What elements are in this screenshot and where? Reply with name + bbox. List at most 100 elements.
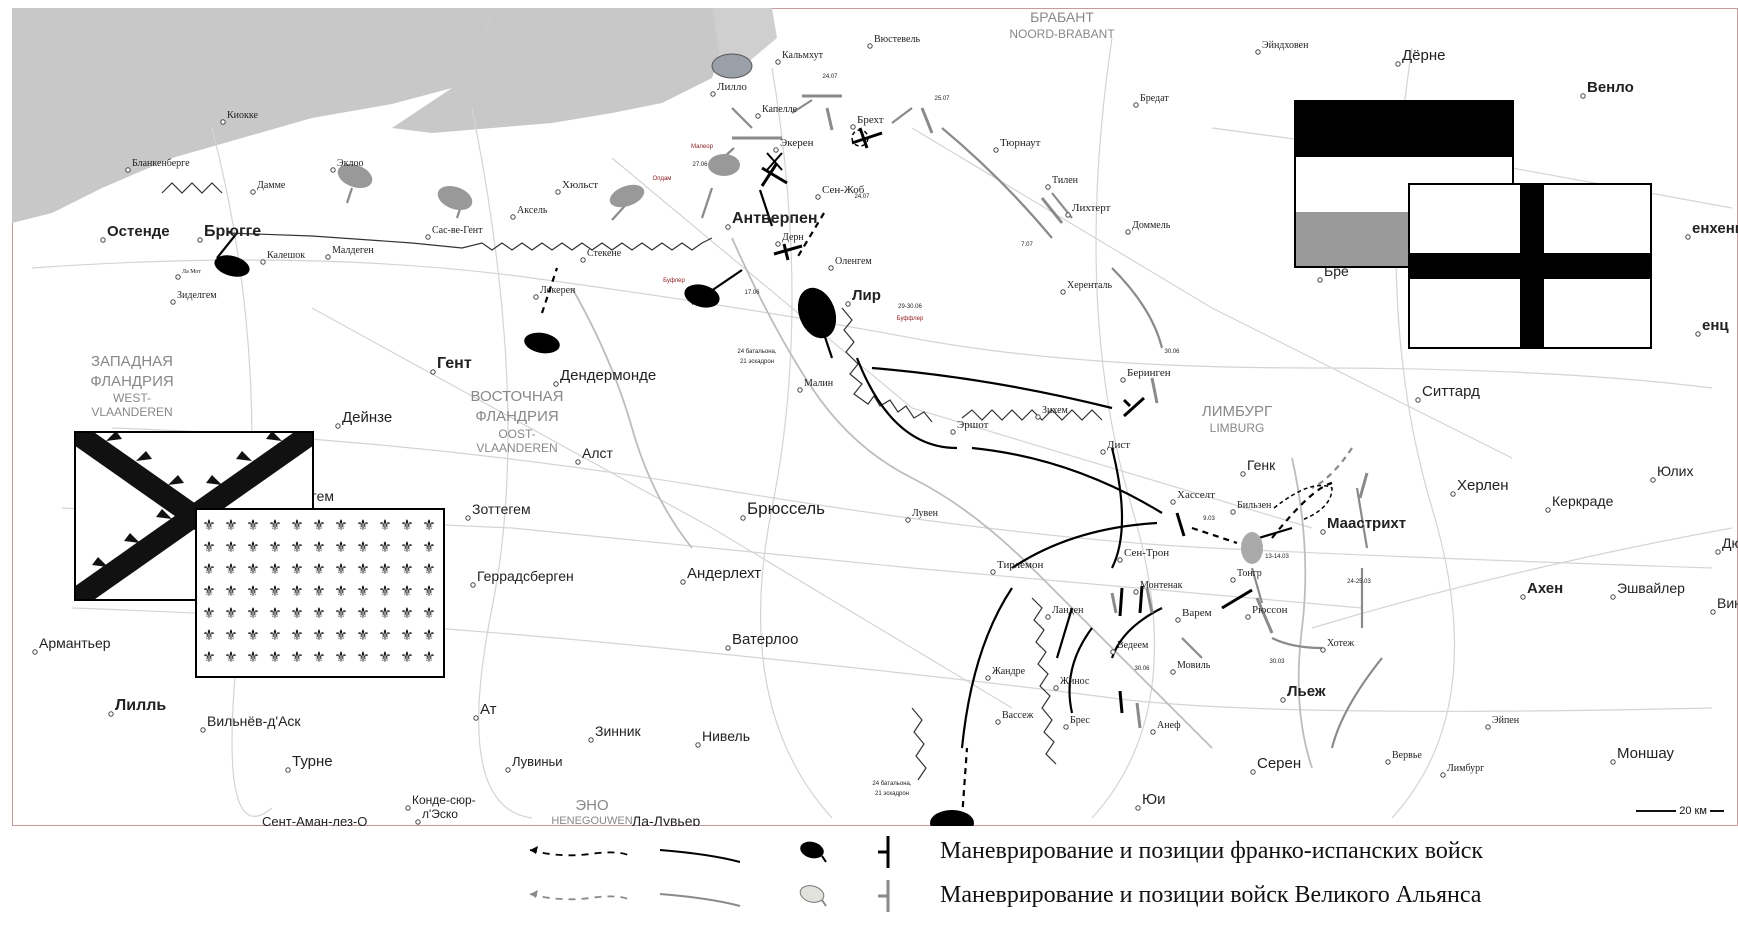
place-label: Алст bbox=[582, 445, 614, 461]
city-dot bbox=[1230, 509, 1236, 515]
fleur-de-lis-icon: ⚜ bbox=[312, 582, 325, 600]
region-label: ЛИМБУРГ bbox=[1202, 403, 1272, 420]
city-dot bbox=[1255, 49, 1261, 55]
fleur-de-lis-icon: ⚜ bbox=[356, 648, 369, 666]
place-label: Тирлемон bbox=[997, 559, 1044, 571]
city-dot bbox=[1045, 614, 1051, 620]
move-antwerp-north bbox=[758, 189, 774, 227]
date-label: 30.06 bbox=[1134, 666, 1150, 672]
fleur-de-lis-icon: ⚜ bbox=[422, 516, 435, 534]
city-dot bbox=[553, 381, 559, 387]
place-label: Бредат bbox=[1140, 93, 1169, 104]
city-dot bbox=[335, 423, 341, 429]
place-label: Киокке bbox=[227, 110, 258, 121]
place-label: Вильнёв-д'Аск bbox=[207, 713, 301, 729]
city-dot bbox=[1280, 697, 1286, 703]
legend: Маневрирование и позиции франко-испански… bbox=[520, 832, 1620, 929]
estuary-east bbox=[712, 8, 777, 68]
city-dot bbox=[1053, 685, 1059, 691]
region-label: VLAANDEREN bbox=[476, 441, 557, 455]
place-label: Хюльст bbox=[562, 179, 598, 191]
place-label: Эйндховен bbox=[1262, 40, 1309, 51]
place-label: Тонгр bbox=[1237, 568, 1262, 579]
fleur-de-lis-icon: ⚜ bbox=[422, 560, 435, 578]
place-label: Гент bbox=[437, 355, 472, 372]
fleur-de-lis-icon: ⚜ bbox=[268, 560, 281, 578]
city-dot bbox=[740, 515, 746, 521]
fleur-de-lis-icon: ⚜ bbox=[378, 516, 391, 534]
fleur-de-lis-icon: ⚜ bbox=[246, 582, 259, 600]
place-label: Эйпен bbox=[1492, 715, 1520, 726]
fleur-de-lis-icon: ⚜ bbox=[224, 582, 237, 600]
battle-marker bbox=[766, 152, 783, 171]
place-label: Дюре bbox=[1722, 535, 1738, 551]
city-dot bbox=[710, 91, 716, 97]
rivers bbox=[571, 237, 1313, 769]
city-dot bbox=[995, 719, 1001, 725]
fleur-de-lis-icon: ⚜ bbox=[356, 516, 369, 534]
place-label: Оленгем bbox=[835, 256, 872, 267]
city-dot bbox=[815, 194, 821, 200]
city-dot bbox=[425, 234, 431, 240]
place-label: Хотеж bbox=[1327, 638, 1354, 649]
city-dot bbox=[867, 43, 873, 49]
city-dot bbox=[555, 189, 561, 195]
place-label: Сен-Жоб bbox=[822, 184, 865, 196]
place-label: Зоттегем bbox=[472, 501, 531, 517]
place-label: Вюстевель bbox=[874, 34, 920, 45]
cross-flag bbox=[1408, 183, 1652, 349]
city-dot bbox=[170, 299, 176, 305]
fleur-de-lis-icon: ⚜ bbox=[422, 538, 435, 556]
city-dot bbox=[950, 429, 956, 435]
fleur-de-lis-icon: ⚜ bbox=[246, 516, 259, 534]
fleur-de-lis-icon: ⚜ bbox=[202, 582, 215, 600]
place-label: Венло bbox=[1587, 79, 1634, 96]
region-label: БРАБАНТ bbox=[1030, 9, 1094, 25]
place-label: Лувиньи bbox=[512, 754, 563, 769]
place-label: Нивель bbox=[702, 728, 750, 744]
city-dot bbox=[1170, 669, 1176, 675]
place-label: Тюрнаут bbox=[1000, 137, 1041, 149]
fleur-de-lis-icon: ⚜ bbox=[246, 560, 259, 578]
place-label: Ситтард bbox=[1422, 383, 1480, 400]
force-annotation: 21 эскадрон bbox=[740, 359, 774, 365]
move-lir-beringen bbox=[871, 366, 1113, 410]
fleur-de-lis-icon: ⚜ bbox=[422, 582, 435, 600]
city-dot bbox=[588, 737, 594, 743]
place-label: Дист bbox=[1107, 439, 1130, 451]
city-dot bbox=[250, 189, 256, 195]
place-label: Капелле bbox=[762, 104, 798, 115]
move-ershot-hasselt bbox=[971, 446, 1163, 514]
place-label: Бильзен bbox=[1237, 500, 1272, 511]
fleur-de-lis-icon: ⚜ bbox=[202, 604, 215, 622]
region-label: HENEGOUWEN bbox=[551, 815, 632, 826]
fleur-de-lis-icon: ⚜ bbox=[246, 538, 259, 556]
fleur-de-lis-icon: ⚜ bbox=[224, 648, 237, 666]
fleur-de-lis-flag: ⚜⚜⚜⚜⚜⚜⚜⚜⚜⚜⚜⚜⚜⚜⚜⚜⚜⚜⚜⚜⚜⚜⚜⚜⚜⚜⚜⚜⚜⚜⚜⚜⚜⚜⚜⚜⚜⚜⚜⚜… bbox=[195, 508, 445, 678]
city-dot bbox=[125, 167, 131, 173]
move-south-tirlemont bbox=[960, 587, 1013, 749]
city-dot bbox=[330, 167, 336, 173]
city-dot bbox=[260, 259, 266, 265]
place-label: Брюссель bbox=[747, 499, 825, 518]
fleur-de-lis-icon: ⚜ bbox=[224, 604, 237, 622]
region-label: ВОСТОЧНАЯ bbox=[470, 388, 563, 405]
place-label: Ла-Лувьер bbox=[632, 813, 700, 826]
fleur-de-lis-icon: ⚜ bbox=[356, 604, 369, 622]
fleur-de-lis-icon: ⚜ bbox=[334, 604, 347, 622]
place-label: Эршот bbox=[957, 419, 989, 431]
place-label: Лихтерт bbox=[1072, 202, 1111, 214]
north-sea bbox=[12, 8, 492, 223]
city-dot bbox=[510, 214, 516, 220]
city-dot bbox=[828, 265, 834, 271]
place-label: Остенде bbox=[107, 223, 170, 240]
city-dot bbox=[1610, 759, 1616, 765]
troop-hulst bbox=[609, 184, 645, 208]
move-hasselt-tongres bbox=[1191, 526, 1238, 545]
city-dot bbox=[465, 515, 471, 521]
fleur-de-lis-icon: ⚜ bbox=[400, 516, 413, 534]
place-label: енхенглад bbox=[1692, 220, 1738, 237]
date-label: 29-30.06 bbox=[898, 304, 922, 310]
